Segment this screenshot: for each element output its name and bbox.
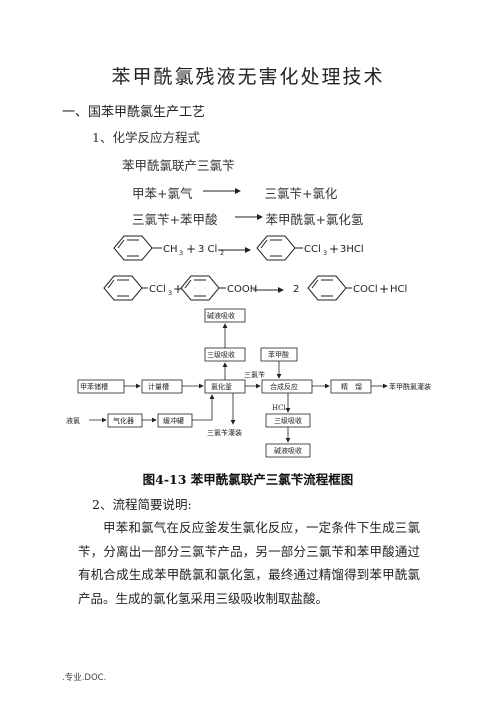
eq1-sub3: 3 — [323, 249, 327, 257]
label-synthesis: 合成反应 — [270, 382, 298, 391]
box-alkali-bottom — [265, 443, 311, 458]
label-toluene-tank: 甲苯储槽 — [80, 382, 108, 391]
box-alkali-top — [204, 308, 246, 323]
eq2-coef: 2 — [293, 284, 299, 295]
footer-text: .专业.DOC. — [62, 673, 107, 683]
subsection-heading-reaction: 1、化学反应方程式 — [92, 130, 200, 145]
figure-caption: 图4-13 苯甲酰氯联产三氯苄流程框图 — [142, 472, 354, 487]
equation-1-text: CH 3 + 3 Cl 2 CCl 3 + 3HCl — [163, 242, 364, 257]
flow-labels: 碱液吸收 三级吸收 苯甲酸 三氯苄 甲苯储槽 计量槽 氯化釜 合成反应 精 馏 … — [66, 311, 431, 455]
label-refining: 精 馏 — [341, 382, 362, 391]
box-synthesis — [261, 379, 313, 394]
eq2-product1: COCl — [353, 284, 378, 295]
reaction-2-left: 三氯苄+苯甲酸 — [132, 212, 218, 227]
label-vaporizer: 气化器 — [113, 416, 134, 425]
document-title: 苯甲酰氯残液无害化处理技术 — [111, 66, 385, 88]
eq1-plus1: + — [186, 242, 196, 256]
reaction-2-right: 苯甲酰氯+氯化氢 — [265, 212, 364, 227]
eq1-product2: 3HCl — [340, 244, 364, 255]
reaction-line-2: 三氯苄+苯甲酸 苯甲酰氯+氯化氢 — [132, 209, 363, 228]
label-hcl: HCl — [272, 404, 286, 412]
benzene-ring-icon — [307, 275, 347, 301]
box-buffer — [157, 413, 193, 428]
eq1-reactant1: CH — [163, 244, 178, 255]
benzene-ring-icon — [103, 275, 143, 301]
reaction-1-right: 三氯苄+氯化 — [264, 186, 338, 201]
label-benzoic: 苯甲酸 — [268, 350, 289, 359]
benzene-ring-icon — [256, 235, 296, 261]
label-product-tank: 苯甲酰氯灌装 — [389, 382, 431, 391]
benzene-ring-icon — [113, 235, 153, 261]
box-refining — [330, 379, 372, 394]
eq1-sub2: 2 — [220, 249, 224, 257]
eq1-product1: CCl — [304, 244, 321, 255]
eq2-plus1: + — [173, 282, 183, 296]
equation-1 — [113, 235, 303, 261]
benzene-ring-icon — [180, 275, 220, 301]
reaction-1-left: 甲苯+氯气 — [132, 186, 193, 201]
reaction-title: 苯甲酰氯联产三氯苄 — [122, 158, 235, 173]
label-sanlvbian: 三氯苄 — [244, 370, 265, 379]
eq2-product2: HCl — [390, 284, 407, 295]
section-heading-1: 一、国苯甲酰氯生产工艺 — [62, 105, 206, 120]
eq2-reactant2: COOH — [227, 284, 257, 295]
label-buffer: 缓冲罐 — [163, 416, 184, 425]
process-description-paragraph: 甲苯和氯气在反应釜发生氯化反应，一定条件下生成三氯苄，分离出一部分三氯苄产品，另… — [78, 520, 420, 606]
eq1-sub1: 3 — [179, 249, 183, 257]
box-toluene-tank — [77, 379, 125, 394]
equation-2-text: CCl 3 + COOH 2 COCl + HCl — [149, 282, 407, 297]
box-vaporizer — [107, 413, 143, 428]
label-liquid-chlorine: 液氯 — [66, 416, 80, 425]
eq1-reactant2: 3 Cl — [198, 244, 217, 255]
box-metering — [141, 379, 183, 394]
eq2-reactant1: CCl — [149, 284, 166, 295]
flow-diagram — [77, 308, 388, 458]
label-sanlvbian-filling: 三氯苄灌装 — [207, 428, 242, 437]
label-tertiary2: 三级吸收 — [274, 416, 302, 425]
equation-2 — [103, 275, 352, 301]
label-chlorinator: 氯化釜 — [211, 382, 232, 391]
eq2-sub1: 3 — [168, 289, 172, 297]
subsection-heading-description: 2、流程简要说明: — [92, 497, 192, 512]
reaction-line-1: 甲苯+氯气 三氯苄+氯化 — [132, 183, 337, 202]
label-alkali-bottom: 碱液吸收 — [274, 446, 302, 455]
eq2-plus2: + — [379, 282, 389, 296]
eq1-plus2: + — [329, 242, 339, 256]
label-alkali-top: 碱液吸收 — [207, 311, 235, 320]
label-metering: 计量槽 — [148, 382, 169, 391]
label-tertiary: 三级吸收 — [207, 350, 235, 359]
